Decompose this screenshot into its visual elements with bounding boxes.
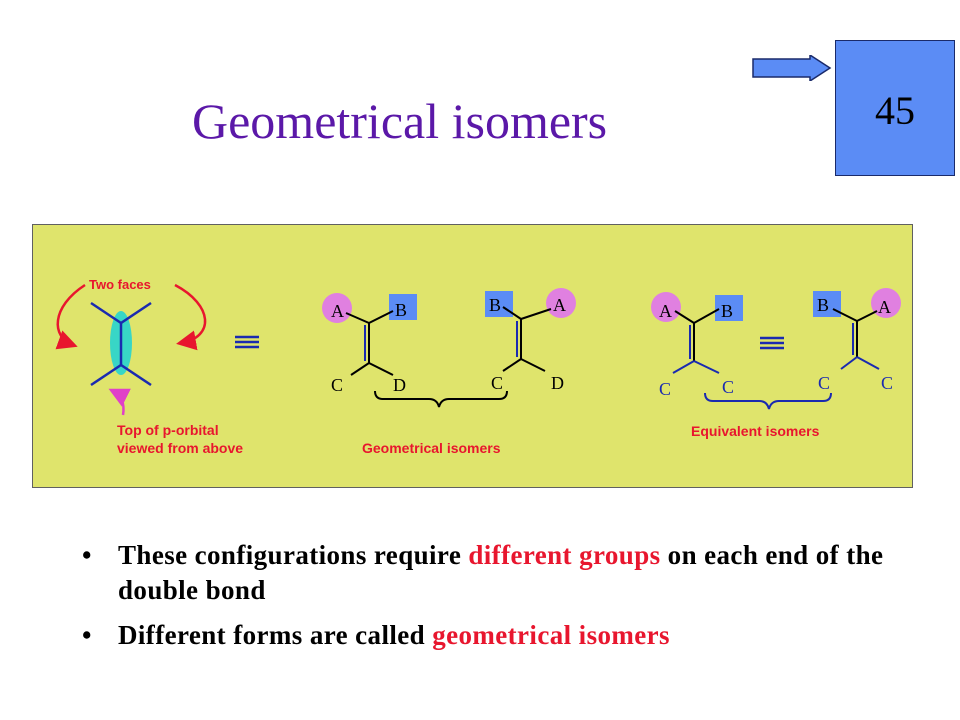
group-b-box [389,294,417,320]
left-face-arrow-icon [55,283,86,350]
right-arrow-icon [752,55,832,81]
bullet-text: on each end of the double bond [118,540,884,605]
geometrical-brace [374,390,508,408]
bullet-list: • These configurations require different… [80,538,940,663]
p-orbital-sketch [90,301,152,387]
two-faces-label: Two faces [89,277,151,292]
group-b-box [485,291,513,317]
m2-label-a: A [553,295,566,315]
bullet-item: • Different forms are called geometrical… [80,618,940,653]
slide-number: 45 [875,88,915,133]
m3-label-b: B [721,301,733,321]
group-a-circle [322,293,352,323]
geometrical-isomers-caption: Geometrical isomers [362,440,501,456]
m3-label-c2: C [722,377,734,397]
m4-label-a: A [878,297,891,317]
bullet-dot-icon: • [82,620,92,650]
bullet-dot-icon: • [82,540,92,570]
m3-label-a: A [659,301,672,321]
molecule-2: B A C D [485,288,576,393]
group-b-box [813,291,841,317]
m4-label-b: B [817,295,829,315]
bullet-text: These configurations require [118,540,469,570]
right-face-arrow-icon [174,283,207,351]
bullet-highlight: geometrical isomers [432,620,670,650]
group-a-circle [871,288,901,318]
m4-label-c1: C [818,373,830,393]
slide-title: Geometrical isomers [192,93,608,149]
top-view-arrow-icon [108,388,131,416]
porbital-caption-line1: Top of p-orbital [117,422,219,438]
equivalent-brace [704,392,832,410]
molecule-3: A B C C [651,292,743,399]
equivalence-symbol-2 [760,336,784,350]
m4-label-c2: C [881,373,893,393]
m3-label-c1: C [659,379,671,399]
molecule-4: B A C C [813,288,901,393]
m1-label-a: A [331,301,344,321]
bullet-highlight: different groups [468,540,661,570]
isomer-diagram-panel: Two faces Top of p-orbital viewed from a… [32,224,913,488]
m1-label-d: D [393,375,406,395]
equivalent-isomers-caption: Equivalent isomers [691,423,820,439]
bullet-item: • These configurations require different… [80,538,940,608]
equivalence-symbol-1 [235,335,259,349]
bullet-text: Different forms are called [118,620,433,650]
m1-label-b: B [395,300,407,320]
group-b-box [715,295,743,321]
m1-label-c: C [331,375,343,395]
molecule-1: A B C D [322,293,417,395]
group-a-circle [546,288,576,318]
slide-number-box: 45 [835,40,955,176]
m2-label-b: B [489,295,501,315]
group-a-circle [651,292,681,322]
porbital-caption-line2: viewed from above [117,440,243,456]
m2-label-d: D [551,373,564,393]
m2-label-c: C [491,373,503,393]
